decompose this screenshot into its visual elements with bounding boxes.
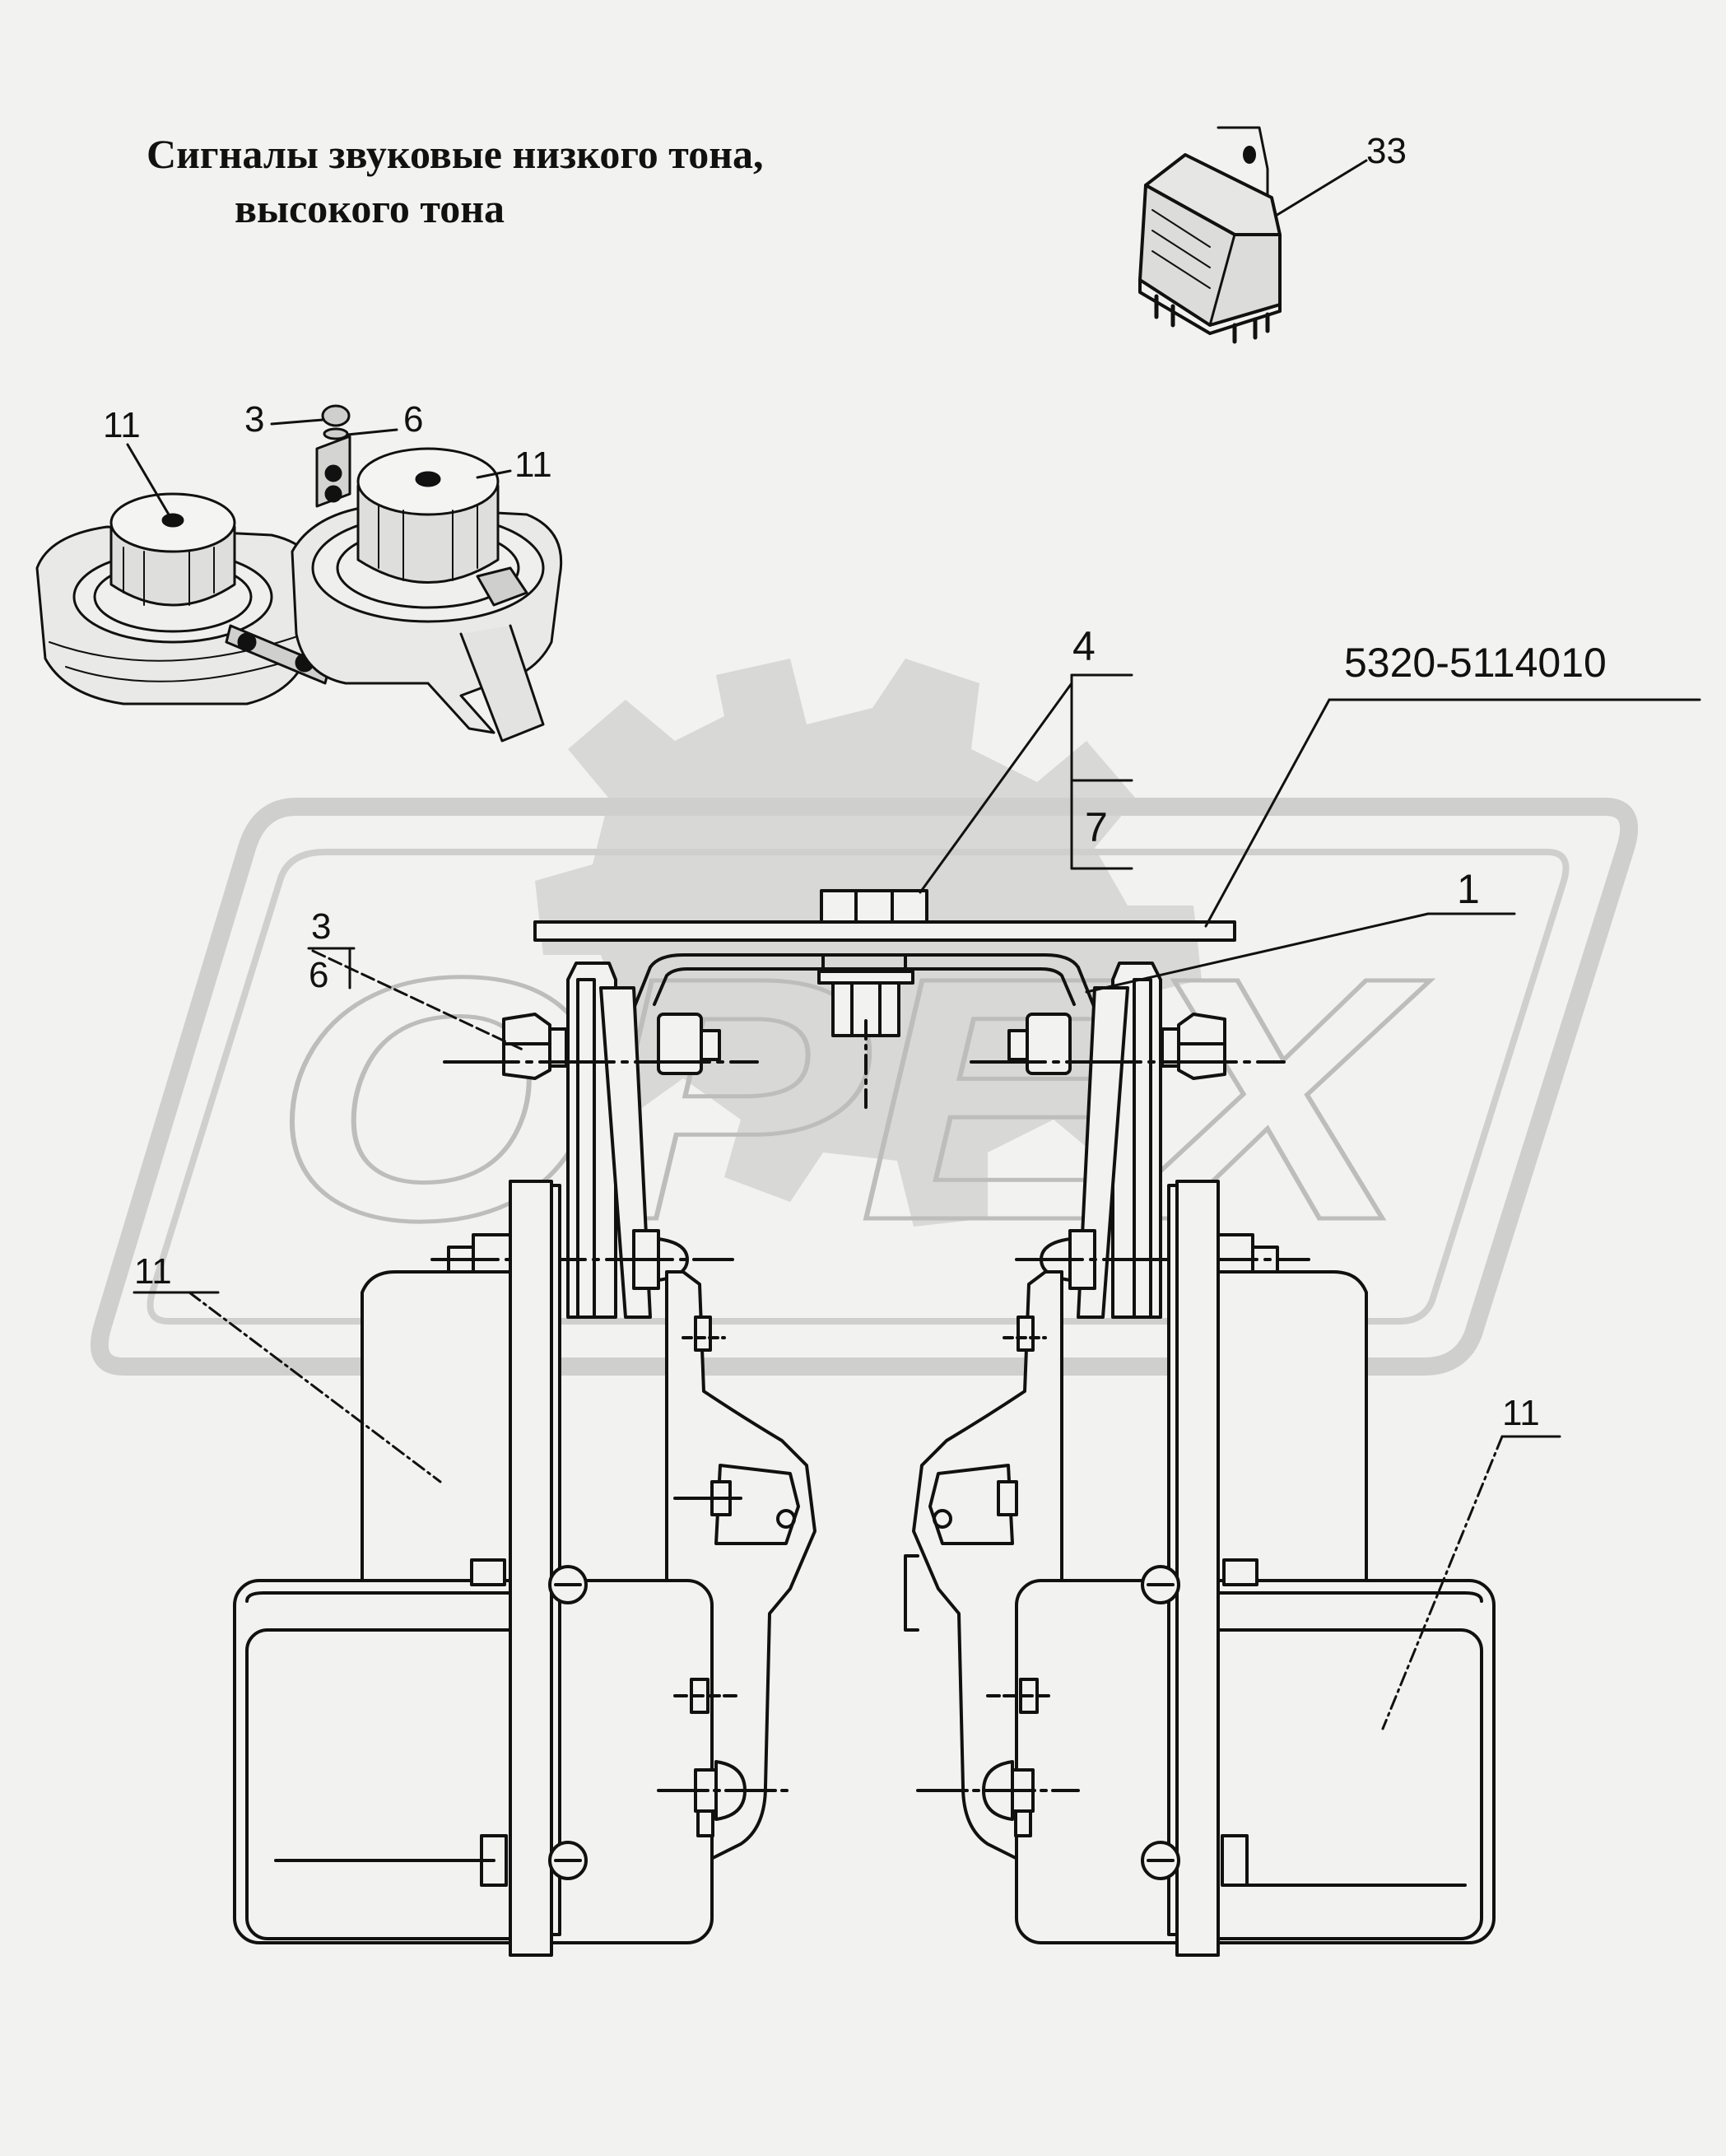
opex-watermark: OPEX xyxy=(91,659,1638,1376)
callout-relay: 33 xyxy=(1366,131,1407,171)
callout-bracket-assembly: 5320-5114010 xyxy=(1344,640,1607,686)
diagram-title-line2: высокого тона xyxy=(235,185,505,231)
relay-drawing xyxy=(1138,126,1368,344)
callout-bolt-washer: 7 xyxy=(1085,804,1108,850)
callout-inset-left-horn: 11 xyxy=(103,405,141,445)
callout-main-left-horn: 11 xyxy=(134,1251,172,1292)
callout-inset-right-horn: 11 xyxy=(514,445,552,485)
bracket-assembly-drawing xyxy=(430,889,1310,1319)
right-horn-drawing xyxy=(904,1180,1496,1957)
callout-inset-washer: 6 xyxy=(403,399,424,440)
opex-frame xyxy=(91,798,1638,1376)
callout-bracket: 1 xyxy=(1457,866,1480,912)
callout-bolt: 4 xyxy=(1072,623,1096,669)
callout-main-right-horn: 11 xyxy=(1502,1393,1540,1433)
opex-watermark-text: OPEX xyxy=(272,906,1431,1292)
leader-lines xyxy=(133,673,1701,1730)
diagram-title-line1: Сигналы звуковые низкого тона, xyxy=(147,131,764,177)
callout-side-washer: 6 xyxy=(309,955,329,995)
left-horn-drawing xyxy=(233,1180,816,1957)
inset-horns-drawing xyxy=(35,404,563,743)
callout-inset-nut: 3 xyxy=(244,399,265,440)
callout-side-nut: 3 xyxy=(311,906,332,947)
